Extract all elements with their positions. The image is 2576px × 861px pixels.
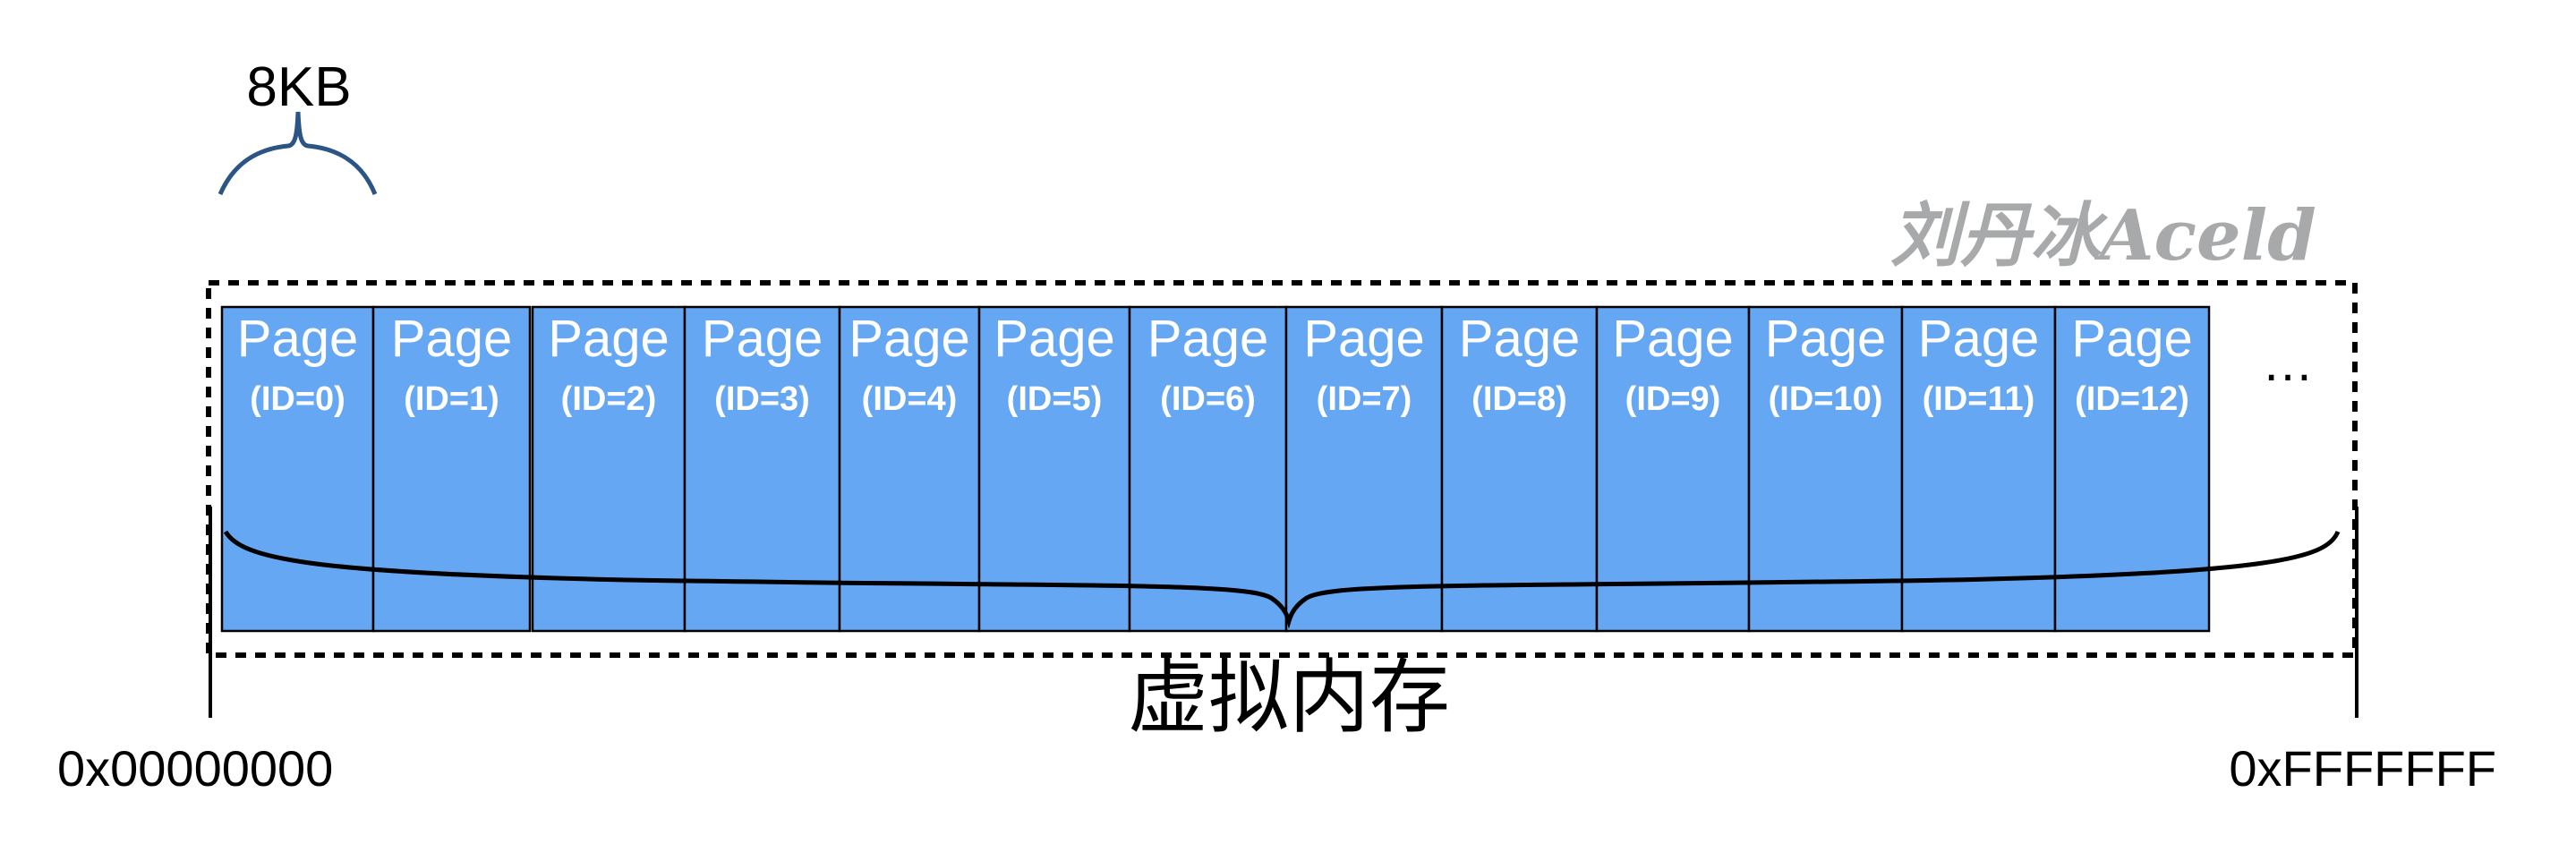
page-id: (ID=3) bbox=[714, 380, 810, 418]
page-cell: Page (ID=11) bbox=[1900, 305, 2057, 633]
page-id: (ID=10) bbox=[1769, 380, 1883, 418]
address-start: 0x00000000 bbox=[57, 740, 333, 797]
page-cell: Page (ID=6) bbox=[1128, 305, 1288, 633]
page-id: (ID=2) bbox=[561, 380, 657, 418]
page-cell: Page (ID=10) bbox=[1747, 305, 1904, 633]
page-id: (ID=1) bbox=[404, 380, 499, 418]
page-title: Page bbox=[1147, 310, 1268, 368]
page-id: (ID=0) bbox=[250, 380, 345, 418]
page-block bbox=[1747, 305, 1904, 633]
page-title: Page bbox=[702, 310, 823, 368]
page-title: Page bbox=[1459, 310, 1580, 368]
page-cell: Page (ID=7) bbox=[1284, 305, 1444, 633]
page-block bbox=[1284, 305, 1444, 633]
page-id: (ID=8) bbox=[1471, 380, 1567, 418]
page-block bbox=[1595, 305, 1751, 633]
page-id: (ID=5) bbox=[1007, 380, 1103, 418]
page-block bbox=[838, 305, 981, 633]
page-id: (ID=9) bbox=[1625, 380, 1721, 418]
page-cell: Page (ID=9) bbox=[1595, 305, 1751, 633]
page-cell: Page (ID=0) bbox=[220, 305, 375, 633]
virtual-memory-brace bbox=[223, 530, 2341, 629]
virtual-memory-region-box bbox=[206, 280, 2358, 658]
page-block bbox=[220, 305, 375, 633]
page-id: (ID=4) bbox=[862, 380, 958, 418]
page-block bbox=[977, 305, 1131, 633]
page-title: Page bbox=[849, 310, 969, 368]
page-title: Page bbox=[1303, 310, 1424, 368]
page-title: Page bbox=[994, 310, 1114, 368]
page-title: Page bbox=[2071, 310, 2192, 368]
virtual-memory-label: 虚拟内存 bbox=[1128, 653, 1450, 743]
page-id: (ID=7) bbox=[1317, 380, 1412, 418]
page-cell: Page (ID=5) bbox=[977, 305, 1131, 633]
page-cell: Page (ID=1) bbox=[371, 305, 532, 633]
page-id: (ID=11) bbox=[1923, 380, 2035, 418]
page-title: Page bbox=[1918, 310, 2039, 368]
page-cell: Page (ID=4) bbox=[838, 305, 981, 633]
page-cell: Page (ID=12) bbox=[2053, 305, 2211, 633]
address-end: 0xFFFFFFF bbox=[2229, 740, 2496, 797]
page-cell: Page (ID=3) bbox=[683, 305, 841, 633]
page-title: Page bbox=[548, 310, 669, 368]
page-block bbox=[1128, 305, 1288, 633]
ellipsis: … bbox=[2262, 334, 2314, 392]
page-title: Page bbox=[391, 310, 512, 368]
watermark: 刘丹冰Aceld bbox=[1890, 195, 2316, 277]
page-block bbox=[683, 305, 841, 633]
page-size-brace bbox=[218, 111, 378, 195]
page-title: Page bbox=[237, 310, 358, 368]
page-id: (ID=12) bbox=[2075, 380, 2189, 418]
page-title: Page bbox=[1612, 310, 1733, 368]
page-block bbox=[1900, 305, 2057, 633]
page-id: (ID=6) bbox=[1160, 380, 1256, 418]
page-title: Page bbox=[1765, 310, 1886, 368]
page-block bbox=[2053, 305, 2211, 633]
page-size-label: 8KB bbox=[246, 56, 351, 118]
